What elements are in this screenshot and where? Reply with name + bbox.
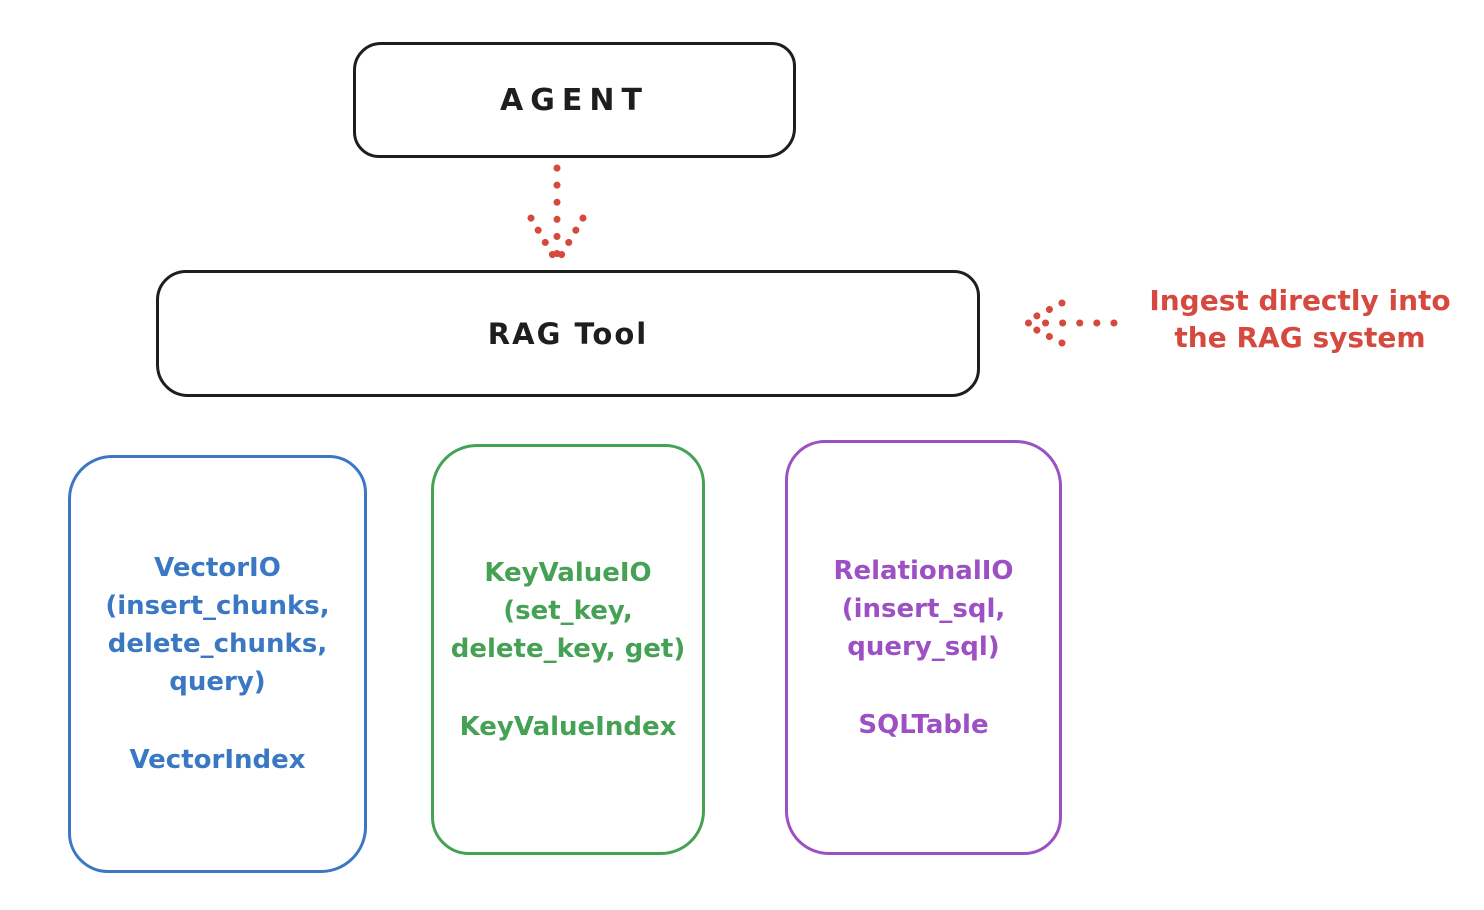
agent-node-label: AGENT (500, 82, 649, 118)
vector-io-title: VectorIO (154, 553, 281, 583)
vector-io-node: VectorIO (insert_chunks, delete_chunks, … (68, 455, 367, 873)
vector-io-methods-line2: delete_chunks, (107, 629, 328, 659)
ingest-annotation-line2: the RAG system (1174, 321, 1426, 354)
keyvalue-io-methods-line1: (set_key, (503, 595, 633, 626)
vector-io-methods-line3: query) (169, 667, 266, 697)
rag-tool-node: RAG Tool (156, 270, 980, 397)
keyvalue-index-label: KeyValueIndex (459, 711, 677, 742)
relational-io-title: RelationalIO (833, 555, 1014, 586)
keyvalue-io-methods-line2: delete_key, get) (450, 633, 686, 664)
keyvalue-io-node: KeyValueIO (set_key, delete_key, get) Ke… (431, 444, 705, 855)
rag-tool-node-label: RAG Tool (487, 316, 649, 351)
agent-node: AGENT (353, 42, 796, 158)
annotation-to-ragtool-arrow-icon (1021, 299, 1118, 347)
relational-io-node: RelationalIO (insert_sql, query_sql) SQL… (785, 440, 1062, 855)
relational-io-methods-line2: query_sql) (847, 631, 1000, 662)
sql-table-label: SQLTable (858, 709, 989, 740)
keyvalue-io-title: KeyValueIO (484, 557, 652, 588)
vector-io-methods-line1: (insert_chunks, (105, 591, 330, 621)
agent-to-ragtool-arrow-icon (527, 164, 587, 263)
relational-io-methods-line1: (insert_sql, (841, 593, 1006, 624)
ingest-annotation: Ingest directly into the RAG system (1126, 282, 1474, 356)
ingest-annotation-line1: Ingest directly into (1149, 284, 1451, 317)
vector-index-label: VectorIndex (129, 745, 306, 775)
